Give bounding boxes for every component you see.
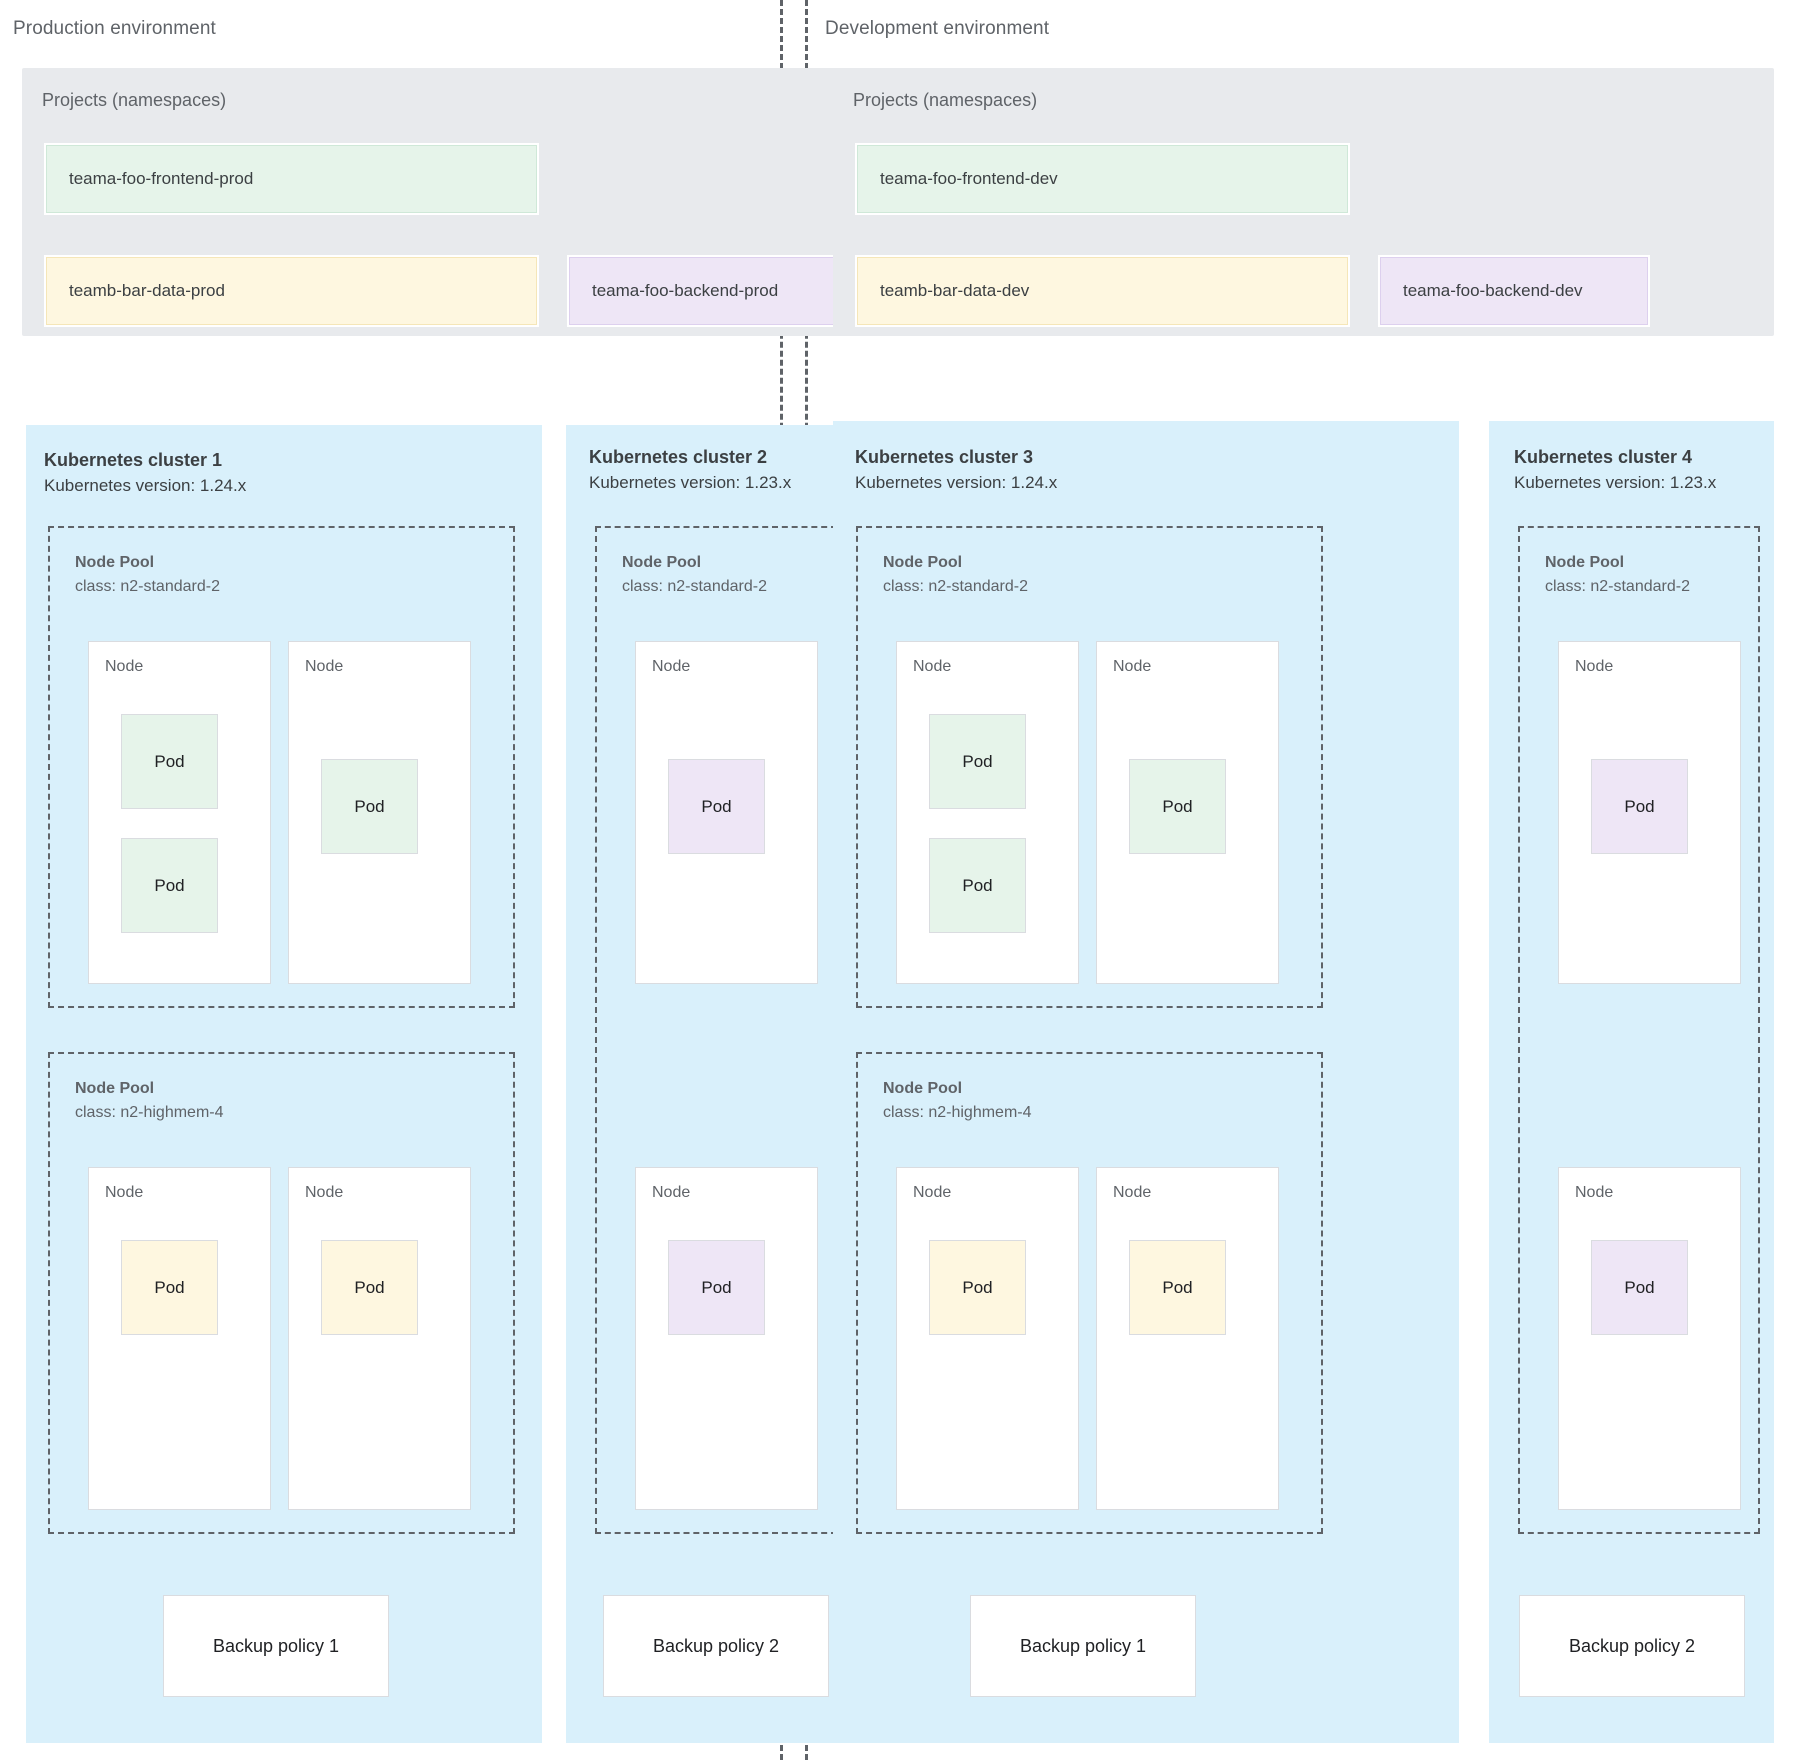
cluster-4-pool-1-name: Node Pool xyxy=(1545,554,1625,571)
node-label: Node xyxy=(652,1184,691,1201)
cluster-3-version: Kubernetes version: 1.24.x xyxy=(855,473,1058,492)
cluster-1-pool-2-node-2[interactable]: Node Pod xyxy=(288,1167,471,1510)
cluster-1-node-pool-2[interactable]: Node Pool class: n2-highmem-4 Node Pod N… xyxy=(48,1052,515,1534)
cluster-4-backup-policy[interactable]: Backup policy 2 xyxy=(1519,1595,1745,1697)
namespace-teamb-bar-data-dev[interactable]: teamb-bar-data-dev xyxy=(855,255,1350,327)
cluster-3-pool-1-node-2[interactable]: Node Pod xyxy=(1096,641,1279,984)
node-label: Node xyxy=(105,1184,144,1201)
cluster-2-pool-1-name: Node Pool xyxy=(622,554,702,571)
cluster-1-pool-2-node-1[interactable]: Node Pod xyxy=(88,1167,271,1510)
cluster-4-pool-1-class: class: n2-standard-2 xyxy=(1545,578,1690,595)
node-label: Node xyxy=(652,658,691,675)
pod[interactable]: Pod xyxy=(121,714,218,809)
cluster-4-version: Kubernetes version: 1.23.x xyxy=(1514,473,1717,492)
cluster-1-backup-policy[interactable]: Backup policy 1 xyxy=(163,1595,389,1697)
cluster-2[interactable]: Kubernetes cluster 2 Kubernetes version:… xyxy=(566,425,866,1743)
cluster-2-pool-1-class: class: n2-standard-2 xyxy=(622,578,767,595)
cluster-4-node-pool-1[interactable]: Node Pool class: n2-standard-2 Node Pod … xyxy=(1518,526,1760,1534)
pod[interactable]: Pod xyxy=(668,1240,765,1335)
cluster-1-pool-1-node-1[interactable]: Node Pod Pod xyxy=(88,641,271,984)
pod[interactable]: Pod xyxy=(929,1240,1026,1335)
node-label: Node xyxy=(1113,658,1152,675)
cluster-2-backup-policy[interactable]: Backup policy 2 xyxy=(603,1595,829,1697)
pod[interactable]: Pod xyxy=(1591,759,1688,854)
namespace-teama-foo-backend-dev[interactable]: teama-foo-backend-dev xyxy=(1378,255,1650,327)
pod[interactable]: Pod xyxy=(321,759,418,854)
cluster-1-version: Kubernetes version: 1.24.x xyxy=(44,476,247,495)
cluster-3-pool-2-node-2[interactable]: Node Pod xyxy=(1096,1167,1279,1510)
cluster-3-pool-2-node-1[interactable]: Node Pod xyxy=(896,1167,1079,1510)
node-label: Node xyxy=(105,658,144,675)
node-label: Node xyxy=(913,1184,952,1201)
cluster-1-pool-1-class: class: n2-standard-2 xyxy=(75,578,220,595)
namespace-teama-foo-frontend-prod[interactable]: teama-foo-frontend-prod xyxy=(44,143,539,215)
cluster-2-node-pool-1[interactable]: Node Pool class: n2-standard-2 Node Pod … xyxy=(595,526,837,1534)
cluster-2-name: Kubernetes cluster 2 xyxy=(589,447,768,467)
pod[interactable]: Pod xyxy=(929,838,1026,933)
cluster-3-backup-policy[interactable]: Backup policy 1 xyxy=(970,1595,1196,1697)
cluster-3-node-pool-1[interactable]: Node Pool class: n2-standard-2 Node Pod … xyxy=(856,526,1323,1008)
namespace-teama-foo-frontend-dev[interactable]: teama-foo-frontend-dev xyxy=(855,143,1350,215)
cluster-3-pool-1-class: class: n2-standard-2 xyxy=(883,578,1028,595)
cluster-2-pool-1-node-2[interactable]: Node Pod xyxy=(635,1167,818,1510)
node-label: Node xyxy=(1575,1184,1614,1201)
cluster-3-name: Kubernetes cluster 3 xyxy=(855,447,1034,467)
cluster-3-pool-1-name: Node Pool xyxy=(883,554,963,571)
projects-title-production: Projects (namespaces) xyxy=(42,90,227,110)
cluster-1-pool-1-name: Node Pool xyxy=(75,554,155,571)
projects-panel-development: Projects (namespaces) teama-foo-frontend… xyxy=(833,68,1774,336)
cluster-1-pool-2-name: Node Pool xyxy=(75,1080,155,1097)
projects-title-development: Projects (namespaces) xyxy=(853,90,1038,110)
cluster-1[interactable]: Kubernetes cluster 1 Kubernetes version:… xyxy=(26,425,542,1743)
pod[interactable]: Pod xyxy=(321,1240,418,1335)
cluster-3[interactable]: Kubernetes cluster 3 Kubernetes version:… xyxy=(833,421,1459,1743)
cluster-1-name: Kubernetes cluster 1 xyxy=(44,450,223,470)
pod[interactable]: Pod xyxy=(121,1240,218,1335)
cluster-3-node-pool-2[interactable]: Node Pool class: n2-highmem-4 Node Pod N… xyxy=(856,1052,1323,1534)
cluster-3-pool-2-name: Node Pool xyxy=(883,1080,963,1097)
environment-title-development: Development environment xyxy=(825,18,1050,39)
cluster-4[interactable]: Kubernetes cluster 4 Kubernetes version:… xyxy=(1489,421,1774,1743)
cluster-1-pool-1-node-2[interactable]: Node Pod xyxy=(288,641,471,984)
cluster-3-pool-2-class: class: n2-highmem-4 xyxy=(883,1104,1032,1121)
namespace-teama-foo-backend-prod[interactable]: teama-foo-backend-prod xyxy=(567,255,839,327)
node-label: Node xyxy=(305,658,344,675)
projects-panel-production: Projects (namespaces) teama-foo-frontend… xyxy=(22,68,860,336)
node-label: Node xyxy=(305,1184,344,1201)
cluster-4-name: Kubernetes cluster 4 xyxy=(1514,447,1693,467)
cluster-2-version: Kubernetes version: 1.23.x xyxy=(589,473,792,492)
cluster-4-pool-1-node-2[interactable]: Node Pod xyxy=(1558,1167,1741,1510)
pod[interactable]: Pod xyxy=(1591,1240,1688,1335)
cluster-1-node-pool-1[interactable]: Node Pool class: n2-standard-2 Node Pod … xyxy=(48,526,515,1008)
node-label: Node xyxy=(1575,658,1614,675)
pod[interactable]: Pod xyxy=(121,838,218,933)
cluster-2-pool-1-node-1[interactable]: Node Pod xyxy=(635,641,818,984)
cluster-4-pool-1-node-1[interactable]: Node Pod xyxy=(1558,641,1741,984)
pod[interactable]: Pod xyxy=(1129,1240,1226,1335)
node-label: Node xyxy=(913,658,952,675)
namespace-teamb-bar-data-prod[interactable]: teamb-bar-data-prod xyxy=(44,255,539,327)
node-label: Node xyxy=(1113,1184,1152,1201)
cluster-3-pool-1-node-1[interactable]: Node Pod Pod xyxy=(896,641,1079,984)
pod[interactable]: Pod xyxy=(668,759,765,854)
cluster-1-pool-2-class: class: n2-highmem-4 xyxy=(75,1104,224,1121)
pod[interactable]: Pod xyxy=(929,714,1026,809)
pod[interactable]: Pod xyxy=(1129,759,1226,854)
environment-title-production: Production environment xyxy=(13,18,216,39)
